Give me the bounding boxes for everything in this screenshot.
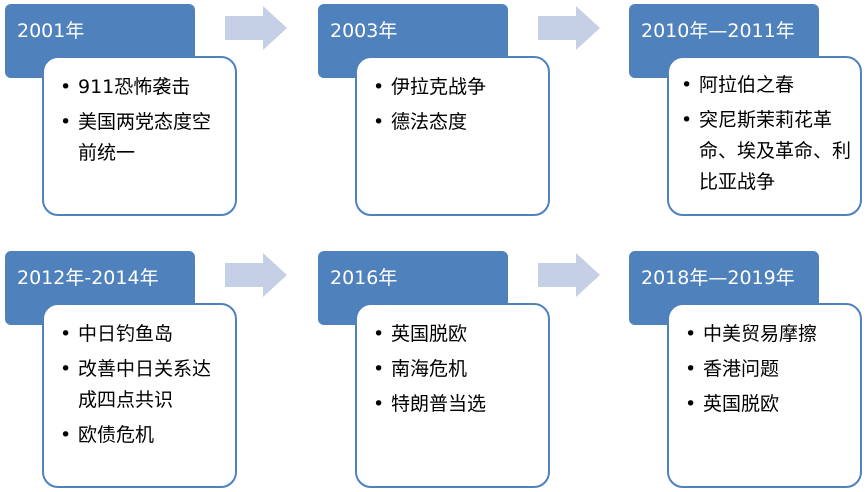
- bullet: •: [681, 74, 693, 96]
- list-item: • 911恐怖袭击: [60, 72, 227, 103]
- period-box-2003: • 伊拉克战争 • 德法态度: [355, 56, 550, 216]
- item-text: 中美贸易摩擦: [703, 323, 818, 345]
- right-arrow-icon: [538, 6, 600, 50]
- list-item: • 中日钓鱼岛: [60, 319, 227, 350]
- bullet: •: [373, 323, 385, 345]
- bullet: •: [373, 393, 385, 415]
- period-box-2016: • 英国脱欧 • 南海危机 • 特朗普当选: [355, 303, 550, 488]
- item-text: 英国脱欧: [703, 393, 780, 415]
- list-item: • 突尼斯茉莉花革命、埃及革命、利比亚战争: [681, 105, 852, 198]
- period-label: 2003年: [330, 20, 398, 42]
- list-item: • 美国两党态度空前统一: [60, 107, 227, 169]
- bullet: •: [373, 111, 385, 133]
- right-arrow-icon: [225, 6, 287, 50]
- item-text: 改善中日关系达成四点共识: [78, 358, 212, 411]
- bullet: •: [60, 358, 72, 380]
- bullet: •: [60, 323, 72, 345]
- item-text: 阿拉伯之春: [699, 74, 795, 96]
- bullet: •: [60, 76, 72, 98]
- item-text: 德法态度: [391, 111, 468, 133]
- item-text: 伊拉克战争: [391, 76, 487, 98]
- item-text: 911恐怖袭击: [78, 76, 191, 98]
- item-text: 香港问题: [703, 358, 780, 380]
- list-item: • 英国脱欧: [685, 389, 852, 420]
- bullet: •: [685, 358, 697, 380]
- item-text: 突尼斯茉莉花革命、埃及革命、利比亚战争: [699, 109, 852, 193]
- list-item: • 改善中日关系达成四点共识: [60, 354, 227, 416]
- list-item: • 伊拉克战争: [373, 72, 540, 103]
- period-box-2001: • 911恐怖袭击 • 美国两党态度空前统一: [42, 56, 237, 216]
- item-text: 英国脱欧: [391, 323, 468, 345]
- item-text: 中日钓鱼岛: [78, 323, 174, 345]
- period-label: 2018年—2019年: [641, 267, 795, 289]
- bullet: •: [685, 323, 697, 345]
- period-label: 2012年-2014年: [17, 267, 159, 289]
- period-box-2010-2011: • 阿拉伯之春 • 突尼斯茉莉花革命、埃及革命、利比亚战争: [667, 56, 862, 216]
- period-label: 2010年—2011年: [641, 20, 795, 42]
- list-item: • 特朗普当选: [373, 389, 540, 420]
- list-item: • 南海危机: [373, 354, 540, 385]
- period-box-2018-2019: • 中美贸易摩擦 • 香港问题 • 英国脱欧: [667, 303, 862, 488]
- right-arrow-icon: [225, 253, 287, 297]
- list-item: • 德法态度: [373, 107, 540, 138]
- item-text: 特朗普当选: [391, 393, 487, 415]
- list-item: • 香港问题: [685, 354, 852, 385]
- bullet: •: [373, 76, 385, 98]
- list-item: • 英国脱欧: [373, 319, 540, 350]
- period-box-2012-2014: • 中日钓鱼岛 • 改善中日关系达成四点共识 • 欧债危机: [42, 303, 237, 488]
- period-label: 2001年: [17, 20, 85, 42]
- bullet: •: [373, 358, 385, 380]
- period-label: 2016年: [330, 267, 398, 289]
- bullet: •: [681, 109, 693, 131]
- item-text: 欧债危机: [78, 424, 155, 446]
- list-item: • 中美贸易摩擦: [685, 319, 852, 350]
- item-text: 南海危机: [391, 358, 468, 380]
- item-text: 美国两党态度空前统一: [78, 111, 212, 164]
- bullet: •: [60, 424, 72, 446]
- list-item: • 阿拉伯之春: [681, 70, 852, 101]
- list-item: • 欧债危机: [60, 420, 227, 451]
- bullet: •: [60, 111, 72, 133]
- bullet: •: [685, 393, 697, 415]
- right-arrow-icon: [538, 253, 600, 297]
